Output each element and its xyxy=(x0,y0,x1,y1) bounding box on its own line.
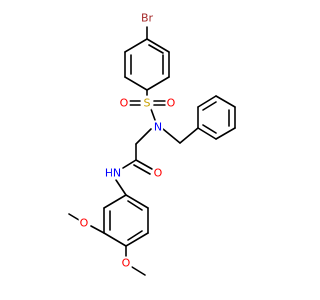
label-background xyxy=(120,256,132,270)
methoxy-oxygen-upper-label: O xyxy=(80,217,89,230)
bromine-label: Br xyxy=(141,12,154,25)
label-background xyxy=(165,96,177,110)
label-background xyxy=(139,11,155,25)
sulfonyl-oxygen-left-label: O xyxy=(120,97,129,110)
bond-ring2 xyxy=(215,127,236,140)
bond-n-ch2 xyxy=(135,128,152,145)
bond-ring1-inner xyxy=(148,44,164,54)
bond-ring2 xyxy=(197,127,217,140)
methoxy-oxygen-lower-label: O xyxy=(122,257,131,270)
bond-o-ch3-lower xyxy=(131,266,146,276)
bond-ring2 xyxy=(215,95,236,108)
bond-ring1 xyxy=(124,38,148,53)
amide-hydrogen-label: H xyxy=(105,167,113,180)
bond-ring2-inner xyxy=(202,101,217,111)
bonds xyxy=(68,26,236,276)
bond-ch2-ring2 xyxy=(179,127,199,144)
bond-o-ch3-upper xyxy=(68,213,80,221)
amide-nitrogen-label: N xyxy=(113,167,121,180)
molecule-structure: Br S O O N O H N O O xyxy=(68,11,236,276)
label-background xyxy=(142,96,152,110)
label-background xyxy=(152,166,164,180)
bond-n-ch2-benzyl xyxy=(162,128,181,144)
bond-ring3 xyxy=(103,232,127,247)
bond-ring2-inner xyxy=(202,124,217,134)
bond-ring1 xyxy=(146,76,170,91)
sulfur-label: S xyxy=(144,97,151,110)
bond-c-o-double xyxy=(133,164,151,175)
bond-ring3 xyxy=(103,194,127,209)
label-background xyxy=(111,166,123,180)
bond-s-n xyxy=(150,108,156,121)
bond-co-nh xyxy=(122,159,137,169)
bond-ring1 xyxy=(146,38,170,53)
label-background xyxy=(152,120,164,134)
bond-ring3 xyxy=(125,194,149,209)
amide-oxygen-label: O xyxy=(154,167,163,180)
bond-ring3 xyxy=(125,232,149,247)
bond-ring3-inner xyxy=(127,230,143,241)
label-background xyxy=(103,166,115,180)
sulfonyl-oxygen-right-label: O xyxy=(167,97,176,110)
bond-ring2 xyxy=(197,95,217,108)
bond-c-o-methoxy-upper xyxy=(90,225,105,234)
atom-labels: Br S O O N O H N O O xyxy=(78,11,177,270)
bond-c-o-double xyxy=(135,159,153,170)
bond-nh-ring3 xyxy=(115,179,127,196)
label-background xyxy=(118,96,130,110)
sulfonamide-nitrogen-label: N xyxy=(154,121,162,134)
bond-ring1 xyxy=(124,76,148,91)
label-background xyxy=(78,216,90,230)
bond-ring3-inner xyxy=(127,200,143,211)
